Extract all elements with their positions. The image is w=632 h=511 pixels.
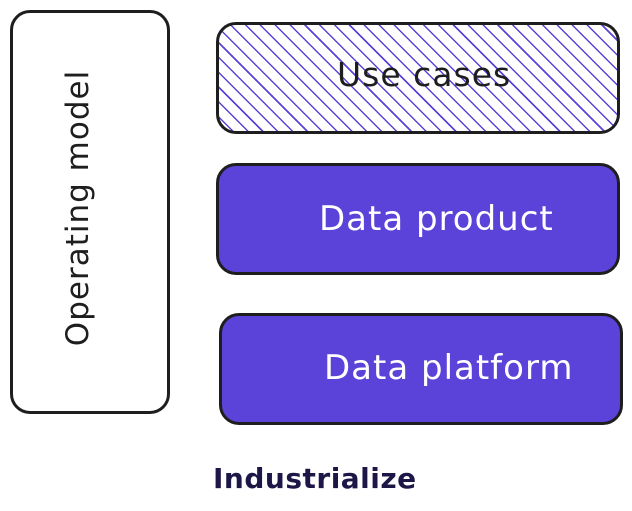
operating-model-label: Operating model bbox=[60, 69, 96, 347]
use-cases-label: Use cases bbox=[337, 55, 512, 94]
data-platform-label: Data platform bbox=[324, 348, 574, 388]
data-product-box: Data product bbox=[216, 163, 620, 275]
operating-model-box bbox=[10, 10, 170, 414]
data-product-label: Data product bbox=[319, 199, 554, 239]
use-cases-box: Use cases bbox=[216, 22, 620, 134]
data-platform-box: Data platform bbox=[219, 313, 623, 425]
caption-industrialize: Industrialize bbox=[213, 462, 417, 495]
